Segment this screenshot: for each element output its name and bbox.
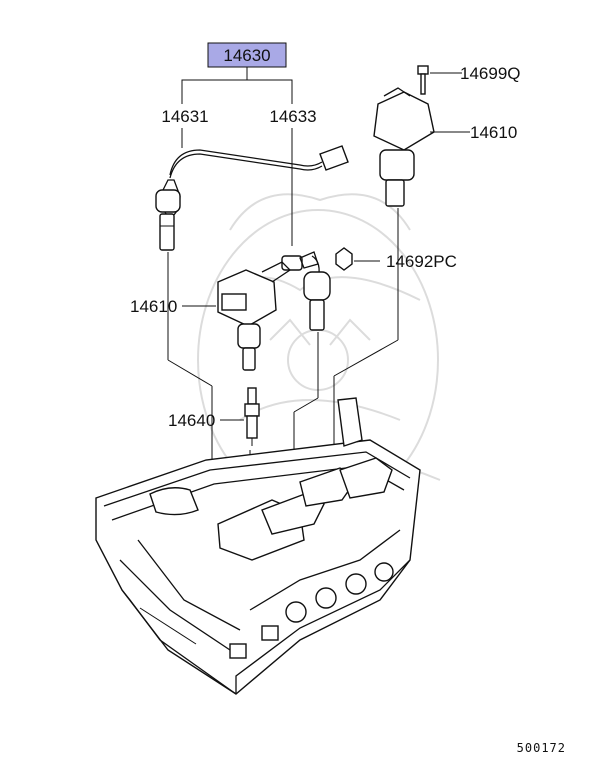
label-assembly: 14630	[223, 46, 270, 65]
nut	[335, 247, 380, 271]
ignition-coil-lower	[182, 261, 292, 371]
label-coil-lower: 14610	[130, 297, 177, 316]
ignition-coil-upper	[373, 87, 470, 207]
reference-code: 500172	[517, 741, 566, 755]
label-bolt: 14699Q	[460, 64, 521, 83]
label-wire-right: 14633	[269, 107, 316, 126]
ignition-wire-right	[281, 251, 331, 331]
spark-plug	[220, 387, 260, 446]
cylinder-head	[95, 397, 421, 695]
label-nut: 14692PC	[386, 252, 457, 271]
label-coil-upper: 14610	[470, 123, 517, 142]
ignition-wire-left	[155, 145, 349, 251]
label-spark-plug: 14640	[168, 411, 215, 430]
label-wire-left: 14631	[161, 107, 208, 126]
label-assembly-group: 14630	[181, 42, 293, 104]
bolt	[417, 65, 462, 95]
